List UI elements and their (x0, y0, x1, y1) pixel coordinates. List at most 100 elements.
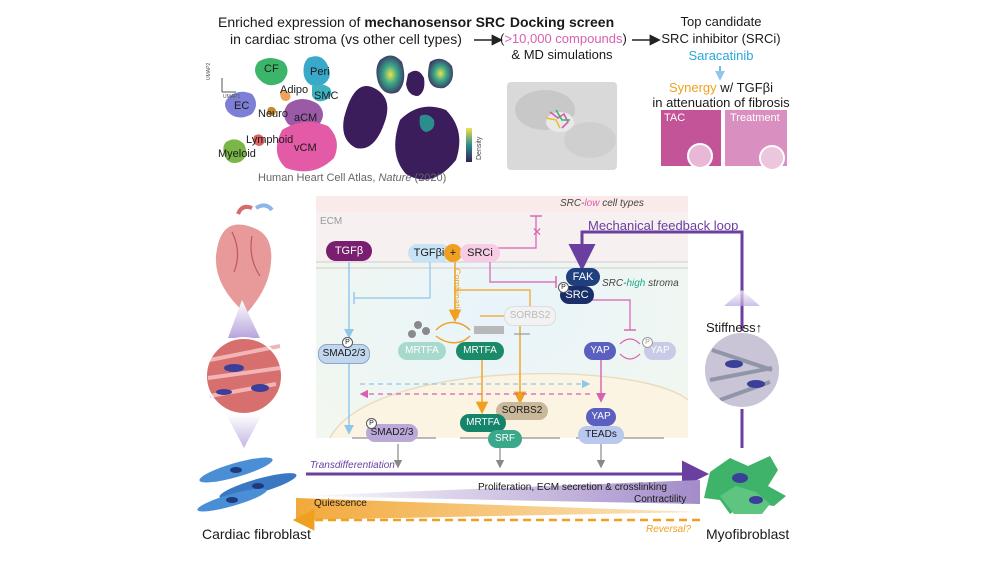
umap-cluster-neuro (267, 106, 276, 116)
proliferation-wedge (296, 480, 700, 504)
umap-label-ec: EC (234, 100, 250, 112)
umap-cluster-peri (303, 56, 330, 87)
src-low-band (316, 196, 688, 212)
umap-cluster-vcm (276, 121, 337, 172)
synergy-word: Synergy (668, 80, 717, 95)
umap-cluster-acm (284, 99, 323, 130)
proliferation-label: Proliferation, ECM secretion & crosslink… (478, 482, 667, 493)
smad-nuclear-phospho: P (366, 418, 377, 429)
umap-label-peri: Peri (310, 66, 330, 78)
umap-cluster-cf (255, 58, 288, 86)
feedback-loop-label: Mechanical feedback loop (588, 218, 739, 233)
yap-cyto-node: YAP (584, 342, 616, 360)
synergy-label: Synergy w/ TGFβi (656, 80, 786, 95)
atlas-citation-year: (2020) (411, 172, 447, 184)
umap-celltype-plot (221, 56, 337, 172)
stiffness-label: Stiffness↑ (706, 320, 763, 335)
umap-label-cf: CF (264, 63, 279, 75)
myofibroblast-label: Myofibroblast (706, 526, 790, 542)
src-low-prefix: SRC- (560, 198, 585, 209)
umap-label-vcm: vCM (294, 142, 317, 154)
combination-plus: + (444, 244, 462, 262)
synergy-rest: w/ TGFβi (716, 80, 774, 95)
docking-surface-image (507, 82, 617, 170)
mrtfa-nuclear-node: MRTFA (460, 414, 506, 432)
umap-cluster-myeloid (223, 139, 247, 163)
enrichment-title-prefix: Enriched expression of (218, 14, 365, 30)
saracatinib-label: Saracatinib (688, 48, 754, 63)
tgfbi-node: TGFβi (408, 244, 450, 262)
transdifferentiation-label: Transdifferentiation (310, 460, 395, 471)
src-low-word: low (584, 198, 600, 209)
umap-axis-label-2: UMAP2 (206, 62, 212, 80)
heart-zoom-cone (228, 300, 260, 338)
umap-label-adipo: Adipo (280, 84, 309, 96)
quiescence-wedge (296, 498, 700, 520)
cardiac-fibroblast-label: Cardiac fibroblast (202, 526, 311, 542)
mrtfa-inactive-node: MRTFA (398, 342, 446, 360)
smad-nuclear-node: SMAD2/3 (366, 424, 418, 442)
density-colorbar-label: Density (476, 136, 483, 160)
contractility-label: Contractility (634, 494, 687, 505)
umap-axis-label-1: UMAP1 (223, 94, 241, 100)
umap-label-lymphoid: Lymphoid (246, 134, 294, 146)
src-high-prefix: SRC- (602, 278, 627, 289)
synergy-subtitle: in attenuation of fibrosis (652, 95, 790, 110)
umap-cluster-adipo (280, 90, 291, 101)
fak-node: FAK (566, 268, 600, 286)
atlas-citation-journal: Nature (378, 172, 412, 184)
docking-paren-close: ) (622, 31, 627, 46)
quiescence-label: Quiescence (314, 498, 367, 509)
umap-label-smc: SMC (314, 90, 339, 102)
umap-label-neuro: Neuro (258, 108, 288, 120)
umap-cluster-smc (312, 84, 332, 102)
top-candidate-subtitle: SRC inhibitor (SRCi) (661, 31, 781, 46)
fibrotic-tissue-zoom (703, 331, 781, 409)
enrichment-title: Enriched expression of mechanosensor SRC (218, 14, 505, 30)
myofibroblast-cells (704, 456, 786, 514)
umap-label-myeloid: Myeloid (218, 148, 256, 160)
docking-md: & MD simulations (511, 47, 613, 62)
enrichment-title-bold: mechanosensor SRC (364, 14, 506, 30)
svg-text:✕: ✕ (532, 225, 542, 239)
actin-illustration (408, 321, 530, 344)
srf-node: SRF (488, 430, 522, 448)
yap-phospho-mark: P (642, 337, 653, 348)
docking-compounds: (>10,000 compounds) (500, 31, 627, 46)
src-high-word: high (626, 278, 646, 289)
heart-illustration (215, 203, 274, 314)
docking-title: Docking screen (509, 14, 615, 30)
docking-compounds-count: >10,000 compounds (504, 31, 623, 46)
cardiac-tissue-zoom (205, 337, 283, 415)
src-high-label: SRC-high stroma (602, 278, 679, 289)
yap-phospho-node: YAP (644, 342, 676, 360)
teads-node: TEADs (578, 426, 624, 444)
src-low-suffix: cell types (599, 198, 644, 209)
ecm-band (316, 212, 688, 262)
src-low-label: SRC-low cell types (560, 198, 644, 209)
top-candidate-title: Top candidate (680, 14, 762, 29)
umap-density-plot (343, 55, 472, 180)
mrtfa-active-node: MRTFA (456, 342, 504, 360)
docking-paren-open: ( (500, 31, 505, 46)
fibroblast-cells (197, 457, 297, 512)
src-node: SRC (560, 286, 594, 304)
yap-nuclear-node: YAP (586, 408, 616, 426)
reversal-label: Reversal? (646, 524, 692, 535)
src-high-suffix: stroma (645, 278, 679, 289)
src-phospho: P (558, 282, 569, 293)
treatment-label: Treatment (730, 112, 780, 124)
tgfb-node: TGFβ (326, 241, 372, 261)
srci-node: SRCi (460, 244, 500, 262)
sorbs2-nuclear-node: SORBS2 (496, 402, 548, 420)
umap-label-acm: aCM (294, 112, 318, 124)
combination-label: Combination (452, 268, 462, 319)
umap-cluster-ec (225, 91, 256, 118)
atlas-citation: Human Heart Cell Atlas, Nature (2020) (258, 172, 446, 184)
umap-cluster-lymphoid (253, 134, 265, 146)
ecm-label: ECM (320, 216, 343, 227)
tac-label: TAC (664, 112, 686, 124)
sorbs2-cyto-node: SORBS2 (504, 306, 556, 326)
atlas-citation-text: Human Heart Cell Atlas, (258, 172, 379, 184)
